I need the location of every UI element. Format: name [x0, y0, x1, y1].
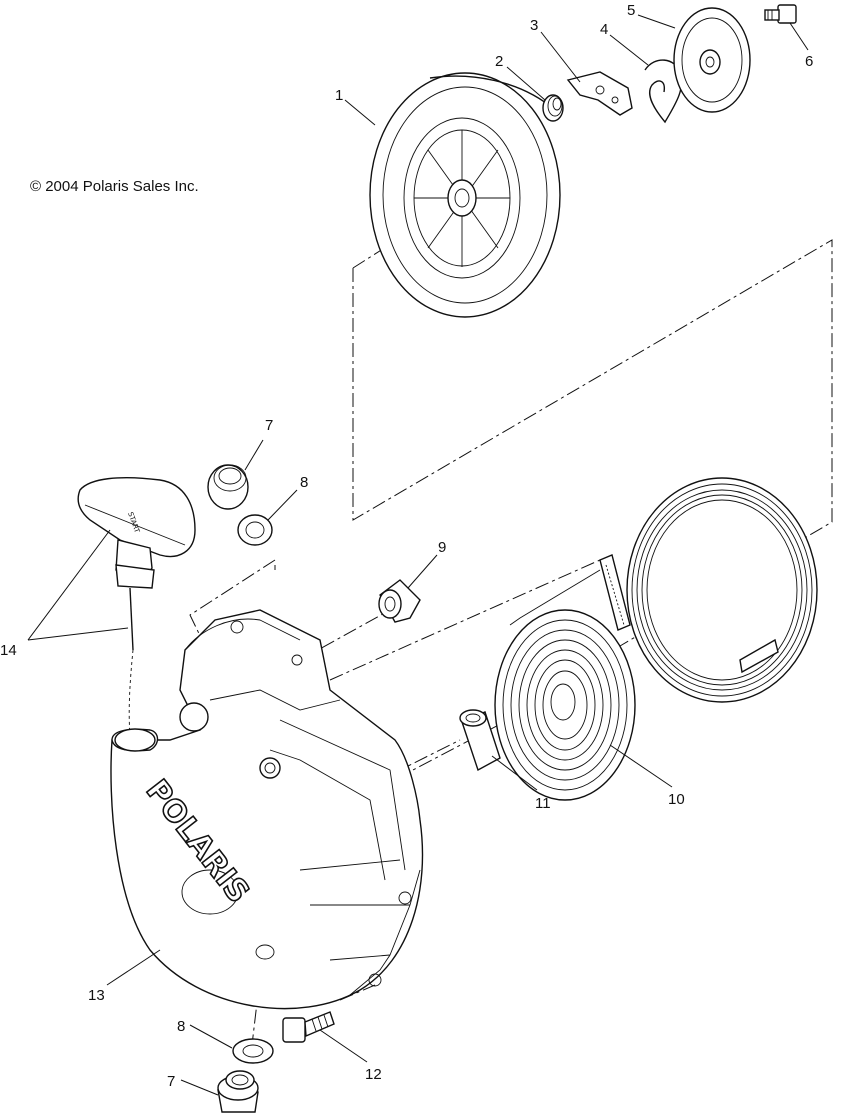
- handle-part-14: START: [77, 476, 196, 736]
- callout-11: 11: [535, 795, 551, 812]
- bolt-part-12: [282, 1011, 335, 1043]
- leader-lines: [27, 14, 809, 1096]
- callout-1: 1: [335, 87, 343, 104]
- callout-8-top: 8: [300, 474, 308, 491]
- bolt-part-6: [764, 4, 797, 24]
- pulley-part-1: [369, 72, 561, 318]
- rope-coil: [599, 477, 818, 703]
- copyright-notice: © 2004 Polaris Sales Inc.: [30, 178, 199, 195]
- callout-12: 12: [365, 1066, 382, 1083]
- callout-2: 2: [495, 53, 503, 70]
- callout-10: 10: [668, 791, 685, 808]
- callout-3: 3: [530, 17, 538, 34]
- callout-7-top: 7: [265, 417, 273, 434]
- callout-13: 13: [88, 987, 105, 1004]
- plug-part-7-bottom: [217, 1070, 259, 1113]
- plate-part-5: [673, 7, 751, 113]
- callout-14: 14: [0, 642, 17, 659]
- washer-part-8-top: [237, 514, 273, 546]
- bushing-part-11: [459, 709, 501, 772]
- callout-5: 5: [627, 2, 635, 19]
- callout-8-bottom: 8: [177, 1018, 185, 1035]
- bushing-part-9: [378, 579, 421, 623]
- callout-4: 4: [600, 21, 608, 38]
- callout-labels: 1 2 3 4 5 6 7 8 9 10 11 12 13 14 8 7: [0, 2, 813, 1090]
- spring-part-2: [542, 94, 564, 122]
- callout-6: 6: [805, 53, 813, 70]
- recoil-spring-part-10: [494, 569, 636, 801]
- washer-part-8-bottom: [232, 1038, 274, 1064]
- housing-part-13: POLARIS: [110, 609, 424, 1010]
- plug-part-7-top: [207, 464, 249, 510]
- callout-7-bottom: 7: [167, 1073, 175, 1090]
- clip-part-4: [644, 59, 683, 124]
- pawl-part-3: [566, 71, 633, 116]
- callout-9: 9: [438, 539, 446, 556]
